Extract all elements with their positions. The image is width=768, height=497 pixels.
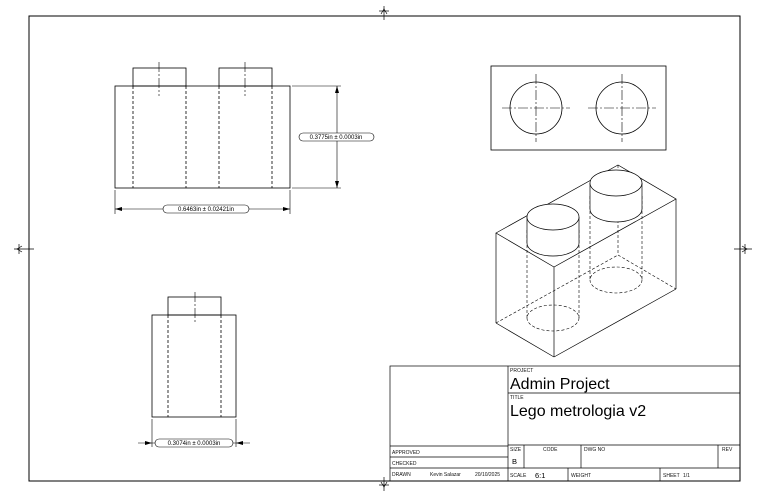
top-view [490, 65, 667, 151]
drawn-label: DRAWN [392, 472, 411, 478]
side-width-dimension: 0.3074in ± 0.0003in [138, 419, 250, 448]
title-block: PROJECT Admin Project TITLE Lego metrolo… [389, 365, 741, 482]
project-label: PROJECT [510, 368, 533, 374]
width-dimension: 0.6463in ± 0.02421in [114, 190, 291, 214]
project-name: Admin Project [510, 376, 610, 393]
title-label: TITLE [510, 395, 524, 401]
checked-label: CHECKED [392, 461, 417, 467]
sheet-border [28, 15, 741, 482]
centering-marks [14, 6, 752, 491]
sheet-value: 1/1 [683, 473, 690, 479]
height-dimension: 0.3775in ± 0.0003in [292, 85, 375, 189]
rev-label: REV [722, 447, 733, 453]
dwg-no-label: DWG NO [584, 447, 605, 453]
isometric-view [495, 164, 677, 358]
height-dimension-label: 0.3775in ± 0.0003in [310, 135, 363, 141]
code-label: CODE [543, 447, 558, 453]
drawn-by: Kevin Salazar [430, 472, 461, 478]
weight-label: WEIGHT [571, 473, 591, 479]
drawing-title: Lego metrologia v2 [510, 403, 646, 420]
drawn-date: 20/10/2025 [475, 472, 500, 478]
front-view [114, 62, 291, 189]
scale-value: 6:1 [535, 471, 545, 480]
width-dimension-label: 0.6463in ± 0.02421in [178, 207, 234, 213]
side-view [151, 292, 237, 418]
size-value: B [512, 457, 517, 466]
size-label: SIZE [510, 447, 522, 453]
sheet-label: SHEET [663, 473, 680, 479]
scale-label: SCALE [510, 473, 527, 479]
side-width-dimension-label: 0.3074in ± 0.0003in [168, 441, 221, 447]
approved-label: APPROVED [392, 450, 420, 456]
